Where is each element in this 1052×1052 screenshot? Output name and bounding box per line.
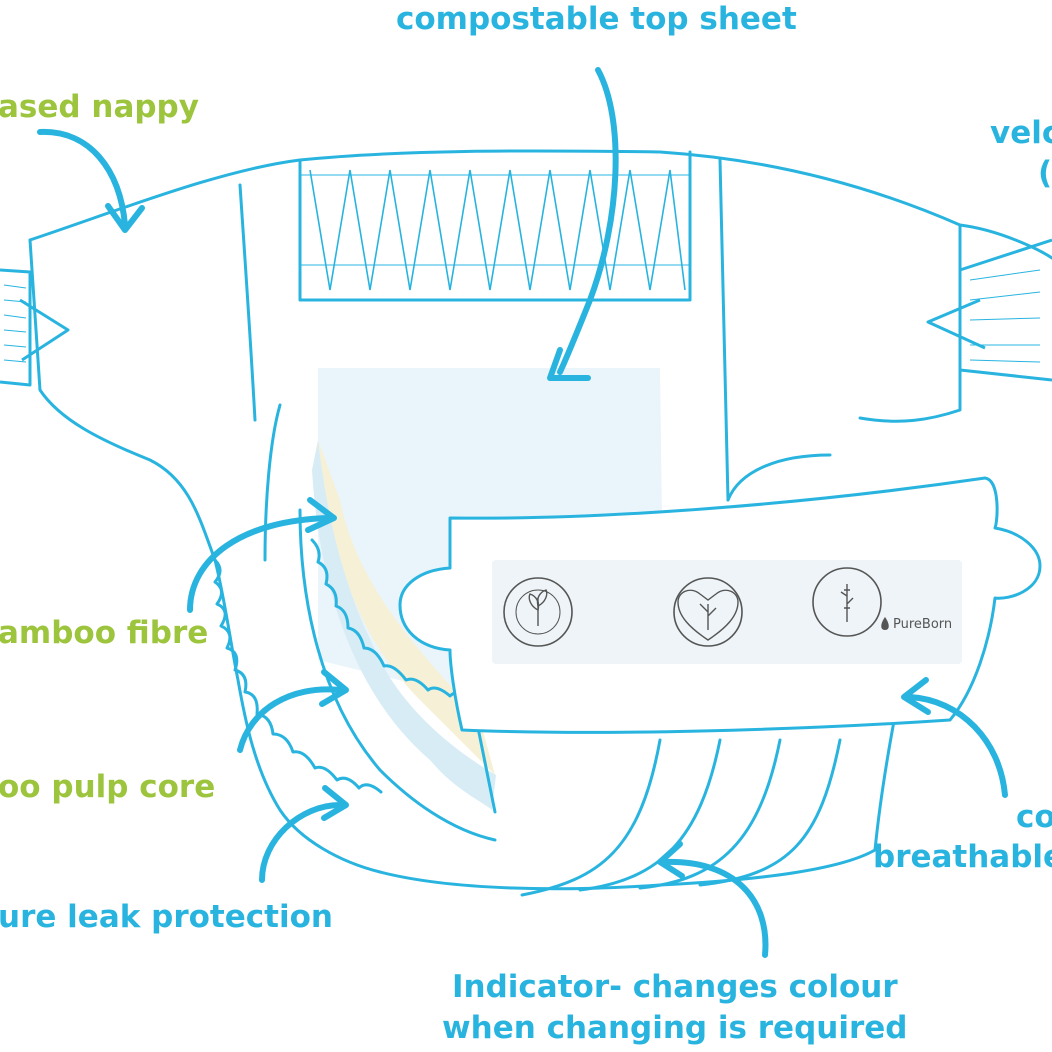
label-indicator-line2: when changing is required	[442, 1010, 908, 1046]
tree-heart-icon	[677, 589, 739, 641]
arrow-leak-head	[321, 785, 349, 821]
arrow-top-sheet-head	[547, 347, 591, 381]
waist-elastic	[300, 169, 690, 291]
label-cover-line2: breathable	[873, 839, 1052, 875]
label-indicator-line1: Indicator- changes colour	[452, 969, 898, 1005]
label-bamboo-fibre: amboo fibre	[0, 615, 209, 651]
badge-no-trees	[673, 577, 743, 647]
side-tab-right	[926, 238, 1052, 382]
side-tab-left	[0, 268, 70, 387]
brand-mark: PureBorn	[881, 617, 952, 632]
arrow-plant-based-head	[105, 203, 145, 233]
arrow-indicator-head	[657, 841, 685, 879]
leg-cuff	[213, 403, 497, 874]
arrow-indicator	[662, 858, 769, 958]
label-leak-protection: ure leak protection	[0, 899, 333, 935]
label-pulp-core: oo pulp core	[0, 769, 216, 805]
brand-name: PureBorn	[893, 617, 952, 632]
callout-arrows	[37, 67, 1008, 958]
arrow-cover-head	[901, 677, 931, 715]
arrow-cover	[907, 694, 1008, 798]
arrow-top-sheet	[557, 67, 619, 375]
bamboo-icon	[840, 584, 854, 622]
droplet-icon	[881, 617, 889, 630]
front-panel	[398, 476, 1042, 734]
arrow-leak	[259, 802, 343, 883]
arrow-pulp-core-head	[319, 669, 349, 707]
leaf-icon	[528, 589, 548, 626]
label-top-sheet: compostable top sheet	[396, 1, 797, 37]
arrow-pulp-core	[237, 686, 343, 753]
badge-bamboo	[812, 567, 882, 637]
badge-plant-based	[503, 577, 573, 647]
label-cover-line1: co	[1016, 799, 1052, 835]
label-velcro-line1: velc	[990, 115, 1052, 151]
arrow-bamboo-fibre-head	[305, 497, 337, 533]
arrow-bamboo-fibre	[187, 515, 333, 613]
label-plant-based: ased nappy	[0, 89, 199, 125]
label-velcro-line2: (	[1038, 155, 1052, 191]
arrow-plant-based	[37, 128, 128, 228]
